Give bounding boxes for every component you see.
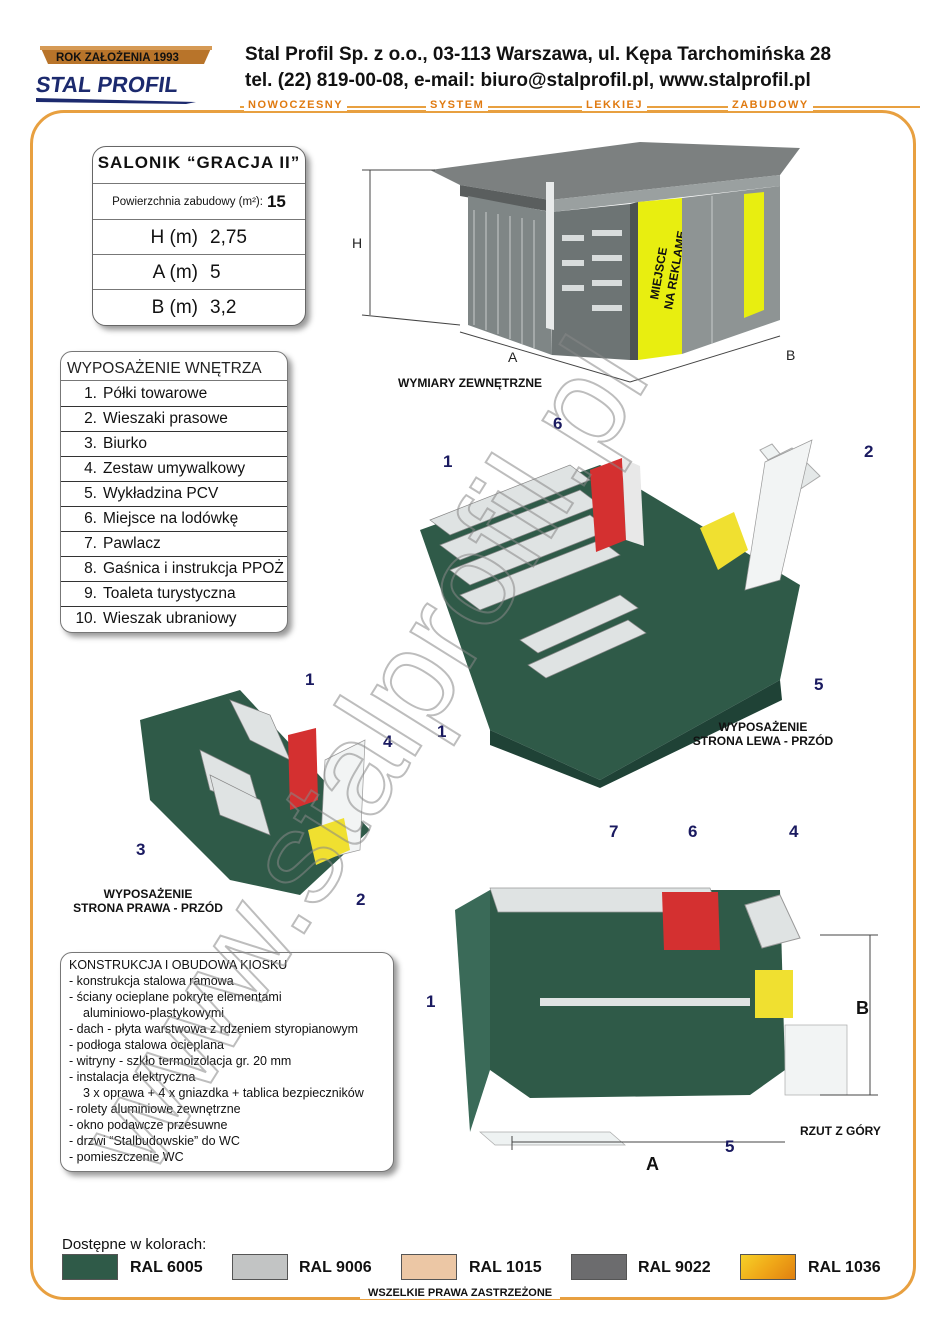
callout-3: 3 — [136, 840, 146, 859]
dim-value: 5 — [210, 261, 221, 283]
area-value: 15 — [266, 192, 286, 211]
list-item: 10.Wieszak ubraniowy — [75, 609, 237, 627]
svg-text:STAL PROFIL: STAL PROFIL — [36, 72, 180, 97]
colors-title: Dostępne w kolorach: — [62, 1236, 207, 1253]
area-row: Powierzchnia zabudowy (m²): 15 — [93, 183, 305, 220]
product-title: SALONIK “GRACJA II” — [97, 153, 301, 172]
company-address: Stal Profil Sp. z o.o., 03-113 Warszawa,… — [245, 44, 832, 65]
color-label: RAL 1015 — [469, 1259, 542, 1276]
equipment-title: WYPOSAŻENIE WNĘTRZA — [67, 360, 262, 377]
color-label: RAL 6005 — [130, 1259, 203, 1276]
callout-4: 4 — [383, 732, 393, 751]
callout-5: 5 — [814, 675, 824, 694]
svg-text:ROK ZAŁOŻENIA 1993: ROK ZAŁOŻENIA 1993 — [56, 51, 179, 64]
dim-b-label: B — [786, 347, 795, 363]
divider — [61, 380, 287, 381]
callout-6: 6 — [553, 414, 563, 433]
slogan-word: SYSTEM — [426, 99, 489, 111]
slogan-word: LEKKIEJ — [582, 99, 647, 111]
callout-4: 4 — [789, 822, 799, 841]
list-item: - dach - płyta warstwowa z rdzeniem styr… — [69, 1022, 358, 1036]
dim-h-label: H — [352, 235, 362, 251]
callout-1: 1 — [426, 992, 436, 1011]
color-swatch — [62, 1254, 118, 1280]
interior-right-front-illustration — [140, 690, 370, 895]
dim-label: A (m) — [152, 261, 198, 283]
dim-a-label: A — [646, 1154, 659, 1174]
callout-6: 6 — [688, 822, 698, 841]
dim-b-label: B — [856, 998, 869, 1018]
caption-left-front: WYPOSAŻENIE STRONA LEWA - PRZÓD — [692, 720, 834, 748]
dim-value: 2,75 — [210, 226, 247, 248]
list-item: 6.Miejsce na lodówkę — [61, 506, 287, 532]
slogan-word: NOWOCZESNY — [244, 99, 348, 111]
interior-left-front-illustration — [420, 439, 821, 788]
color-label: RAL 1036 — [808, 1259, 881, 1276]
dim-row-b: B (m) 3,2 — [93, 289, 305, 325]
dim-a-label: A — [508, 349, 518, 365]
list-item: 9.Toaleta turystyczna — [61, 581, 287, 607]
list-item: 7.Pawlacz — [61, 531, 287, 557]
list-item: - podłoga stalowa ocieplana — [69, 1038, 224, 1052]
list-item: aluminiowo-plastykowymi — [83, 1006, 225, 1020]
color-label: RAL 9022 — [638, 1259, 711, 1276]
spec-table: SALONIK “GRACJA II” Powierzchnia zabudow… — [92, 146, 306, 326]
construction-list: - konstrukcja stalowa ramowa - ściany oc… — [69, 973, 364, 1165]
list-item: 4.Zestaw umywalkowy — [61, 456, 287, 482]
color-label: RAL 9006 — [299, 1259, 372, 1276]
dim-label: B (m) — [151, 296, 198, 318]
color-swatch — [232, 1254, 288, 1280]
caption-external-dims: WYMIARY ZEWNĘTRZNE — [398, 376, 542, 390]
slogan-bar: NOWOCZESNY SYSTEM LEKKIEJ ZABUDOWY — [240, 99, 920, 113]
list-item: - okno podawcze przesuwne — [69, 1118, 228, 1132]
list-item: 3 x oprawa + 4 x gniazdka + tablica bezp… — [83, 1086, 364, 1100]
list-item: - drzwi “Stalbudowskie” do WC — [69, 1134, 240, 1148]
callout-7: 7 — [609, 822, 619, 841]
construction-title: KONSTRUKCJA I OBUDOWA KIOSKU — [69, 958, 288, 972]
area-label: Powierzchnia zabudowy (m²): — [112, 196, 263, 208]
list-item: 3.Biurko — [61, 431, 287, 457]
company-contact: tel. (22) 819-00-08, e-mail: biuro@stalp… — [245, 70, 811, 91]
callout-2: 2 — [356, 890, 366, 909]
caption-top-view: RZUT Z GÓRY — [800, 1124, 881, 1138]
callout-1: 1 — [437, 722, 447, 741]
list-item: - instalacja elektryczna — [69, 1070, 196, 1084]
callout-1: 1 — [305, 670, 315, 689]
list-item: - pomieszczenie WC — [69, 1150, 184, 1164]
list-item: 2.Wieszaki prasowe — [61, 406, 287, 432]
slogan-line — [240, 106, 920, 108]
list-item: - rolety aluminiowe zewnętrzne — [69, 1102, 241, 1116]
list-item: - witryny - szkło termoizolacja gr. 20 m… — [69, 1054, 292, 1068]
callout-5: 5 — [725, 1137, 735, 1156]
caption-right-front: WYPOSAŻENIE STRONA PRAWA - PRZÓD — [73, 887, 223, 915]
color-swatch — [401, 1254, 457, 1280]
copyright-notice: WSZELKIE PRAWA ZASTRZEŻONE — [360, 1287, 561, 1299]
dim-row-a: A (m) 5 — [93, 254, 305, 290]
dim-value: 3,2 — [210, 296, 237, 318]
callout-1: 1 — [443, 452, 453, 471]
stal-profil-logo: ROK ZAŁOŻENIA 1993 STAL PROFIL — [36, 46, 212, 104]
dim-row-h: H (m) 2,75 — [93, 219, 305, 255]
callout-2: 2 — [864, 442, 874, 461]
color-swatch — [740, 1254, 796, 1280]
color-swatch — [571, 1254, 627, 1280]
kiosk-exterior-illustration: MIEJSCE NA REKLAMĘ H A B — [352, 142, 800, 383]
equipment-list: WYPOSAŻENIE WNĘTRZA 1.Półki towarowe 2.W… — [60, 351, 288, 633]
top-view-illustration — [455, 887, 878, 1150]
list-item: - konstrukcja stalowa ramowa — [69, 974, 234, 988]
construction-box: KONSTRUKCJA I OBUDOWA KIOSKU - konstrukc… — [60, 952, 394, 1172]
list-item: 5.Wykładzina PCV — [61, 481, 287, 507]
list-item: 1.Półki towarowe — [61, 381, 287, 407]
list-item: - ściany ocieplane pokryte elementami — [69, 990, 282, 1004]
slogan-word: ZABUDOWY — [728, 99, 813, 111]
dim-label: H (m) — [150, 226, 198, 248]
list-item: 8.Gaśnica i instrukcja PPOŻ — [61, 556, 287, 582]
